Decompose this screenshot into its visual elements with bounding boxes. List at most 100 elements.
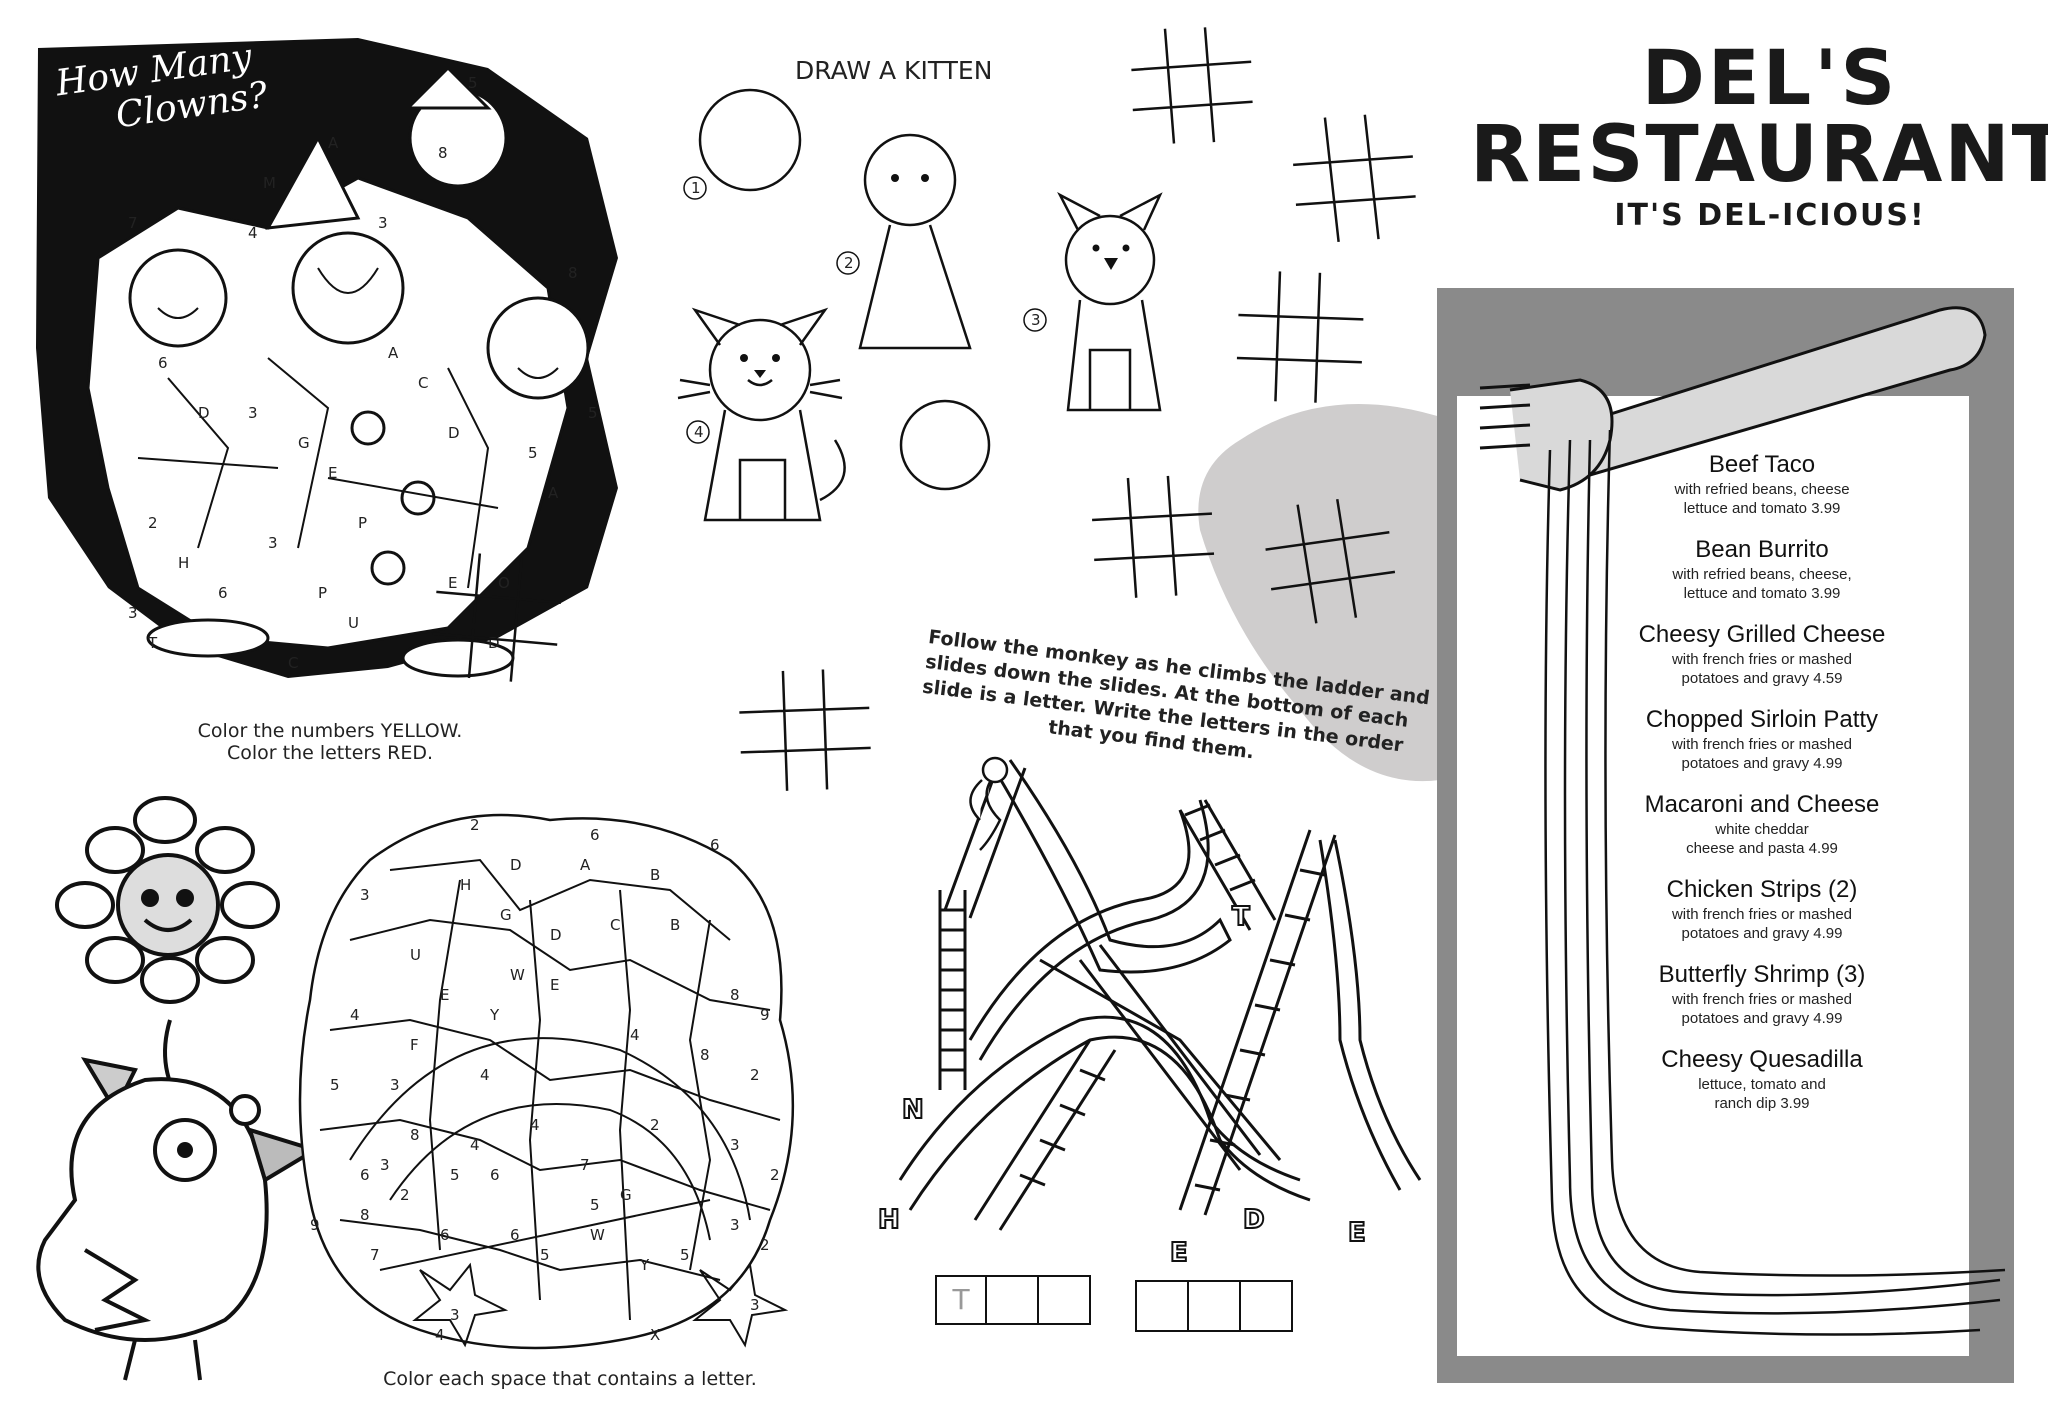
svg-text:3: 3: [378, 214, 388, 232]
svg-text:C: C: [418, 374, 428, 392]
menu-item-desc: with refried beans, cheese lettuce and t…: [1674, 481, 1850, 517]
menu-item[interactable]: Cheesy Quesadilla lettuce, tomato and ra…: [1612, 1045, 1912, 1113]
answer-box-1[interactable]: T: [935, 1275, 987, 1325]
menu-item[interactable]: Butterfly Shrimp (3) with french fries o…: [1612, 960, 1912, 1028]
svg-text:U: U: [348, 614, 359, 632]
slide-letter-h: H: [877, 1204, 901, 1236]
answer-box-5[interactable]: [1187, 1280, 1241, 1332]
svg-text:8: 8: [700, 1046, 710, 1064]
kitten-step-2: 2: [844, 254, 854, 272]
svg-text:D: D: [550, 926, 562, 944]
svg-text:6: 6: [218, 584, 228, 602]
svg-text:P: P: [358, 514, 367, 532]
svg-text:8: 8: [438, 144, 448, 162]
answer-box-6[interactable]: [1239, 1280, 1293, 1332]
svg-text:5: 5: [590, 1196, 600, 1214]
svg-text:3: 3: [360, 886, 370, 904]
brand-name-line2: RESTAURANT: [1470, 110, 2048, 200]
svg-text:E: E: [328, 464, 337, 482]
svg-text:7: 7: [128, 214, 138, 232]
slide-letter-e2: E: [1347, 1217, 1367, 1249]
svg-text:3: 3: [248, 404, 258, 422]
fork-with-spaghetti-icon: [1479, 306, 2006, 1336]
menu-item-desc: with french fries or mashed potatoes and…: [1671, 991, 1853, 1027]
svg-text:7: 7: [370, 1246, 380, 1264]
svg-text:O: O: [498, 574, 510, 592]
svg-text:D: D: [510, 856, 522, 874]
svg-text:2: 2: [770, 1166, 780, 1184]
kitten-step-3: 3: [1031, 311, 1041, 329]
svg-text:5: 5: [680, 1246, 690, 1264]
svg-text:6: 6: [510, 1226, 520, 1244]
menu-item-desc: with french fries or mashed potatoes and…: [1671, 906, 1853, 942]
svg-text:5: 5: [540, 1246, 550, 1264]
svg-text:2: 2: [148, 514, 158, 532]
svg-text:3: 3: [730, 1216, 740, 1234]
svg-text:D: D: [488, 634, 500, 652]
svg-text:8: 8: [730, 986, 740, 1004]
svg-text:U: U: [410, 946, 421, 964]
menu-item[interactable]: Beef Taco with refried beans, cheese let…: [1612, 450, 1912, 518]
menu-item[interactable]: Macaroni and Cheese white cheddar cheese…: [1612, 790, 1912, 858]
svg-text:4: 4: [630, 1026, 640, 1044]
menu-item[interactable]: Bean Burrito with refried beans, cheese,…: [1612, 535, 1912, 603]
menu-item-desc: white cheddar cheese and pasta 4.99: [1686, 821, 1838, 857]
answer-box-3[interactable]: [1037, 1275, 1091, 1325]
menu-item[interactable]: Chopped Sirloin Patty with french fries …: [1612, 705, 1912, 773]
svg-text:E: E: [440, 986, 449, 1004]
menu-item-name: Bean Burrito: [1695, 536, 1829, 563]
svg-text:3: 3: [390, 1076, 400, 1094]
tic-tac-toe-grid-small: [739, 669, 871, 791]
menu-item[interactable]: Cheesy Grilled Cheese with french fries …: [1612, 620, 1912, 688]
svg-text:5: 5: [588, 404, 598, 422]
menu-item-desc: with refried beans, cheese, lettuce and …: [1672, 566, 1852, 602]
svg-text:6: 6: [440, 1226, 450, 1244]
svg-text:6: 6: [710, 836, 720, 854]
menu-item-name: Beef Taco: [1708, 451, 1816, 478]
svg-text:A: A: [328, 134, 339, 152]
svg-text:3: 3: [730, 1136, 740, 1154]
svg-text:G: G: [620, 1186, 632, 1204]
svg-text:3: 3: [750, 1296, 760, 1314]
flower-bird-illustration: [36, 796, 320, 1381]
svg-text:6: 6: [590, 826, 600, 844]
menu-list: Beef Taco with refried beans, cheese let…: [1612, 450, 1912, 1130]
svg-text:A: A: [548, 484, 559, 502]
slide-letter-t: T: [1231, 901, 1251, 933]
svg-text:8: 8: [410, 1126, 420, 1144]
menu-item-name: Cheesy Quesadilla: [1661, 1046, 1863, 1073]
menu-item-name: Macaroni and Cheese: [1644, 791, 1880, 818]
svg-text:P: P: [318, 584, 327, 602]
svg-text:B: B: [650, 866, 660, 884]
svg-text:4: 4: [530, 1116, 540, 1134]
svg-text:A: A: [580, 856, 591, 874]
restaurant-brand: DEL'S RESTAURANT IT'S DEL-ICIOUS!: [1470, 33, 2048, 234]
svg-text:2: 2: [470, 816, 480, 834]
svg-text:A: A: [388, 344, 399, 362]
svg-text:9: 9: [310, 1216, 320, 1234]
slide-letter-n: N: [901, 1094, 925, 1126]
draw-kitten-title: DRAW A KITTEN: [795, 56, 993, 85]
svg-text:C: C: [610, 916, 620, 934]
answer-box-2[interactable]: [985, 1275, 1039, 1325]
svg-text:D: D: [198, 404, 210, 422]
clowns-caption-line1: Color the numbers YELLOW.: [197, 720, 463, 742]
svg-text:H: H: [178, 554, 189, 572]
letters-puzzle-caption: Color each space that contains a letter.: [383, 1368, 757, 1390]
svg-text:6: 6: [158, 354, 168, 372]
svg-text:G: G: [500, 906, 512, 924]
menu-item-name: Chicken Strips (2): [1666, 876, 1858, 903]
menu-paper: [1457, 396, 1969, 1356]
answer-box-4[interactable]: [1135, 1280, 1189, 1332]
menu-item[interactable]: Chicken Strips (2) with french fries or …: [1612, 875, 1912, 943]
svg-text:2: 2: [400, 1186, 410, 1204]
svg-text:4: 4: [350, 1006, 360, 1024]
svg-text:4: 4: [470, 1136, 480, 1154]
brand-name-line1: DEL'S: [1641, 33, 1899, 122]
svg-text:3: 3: [128, 604, 138, 622]
svg-text:W: W: [590, 1226, 605, 1244]
svg-text:5: 5: [528, 444, 538, 462]
tic-tac-toe-grids: [432, 27, 1416, 682]
